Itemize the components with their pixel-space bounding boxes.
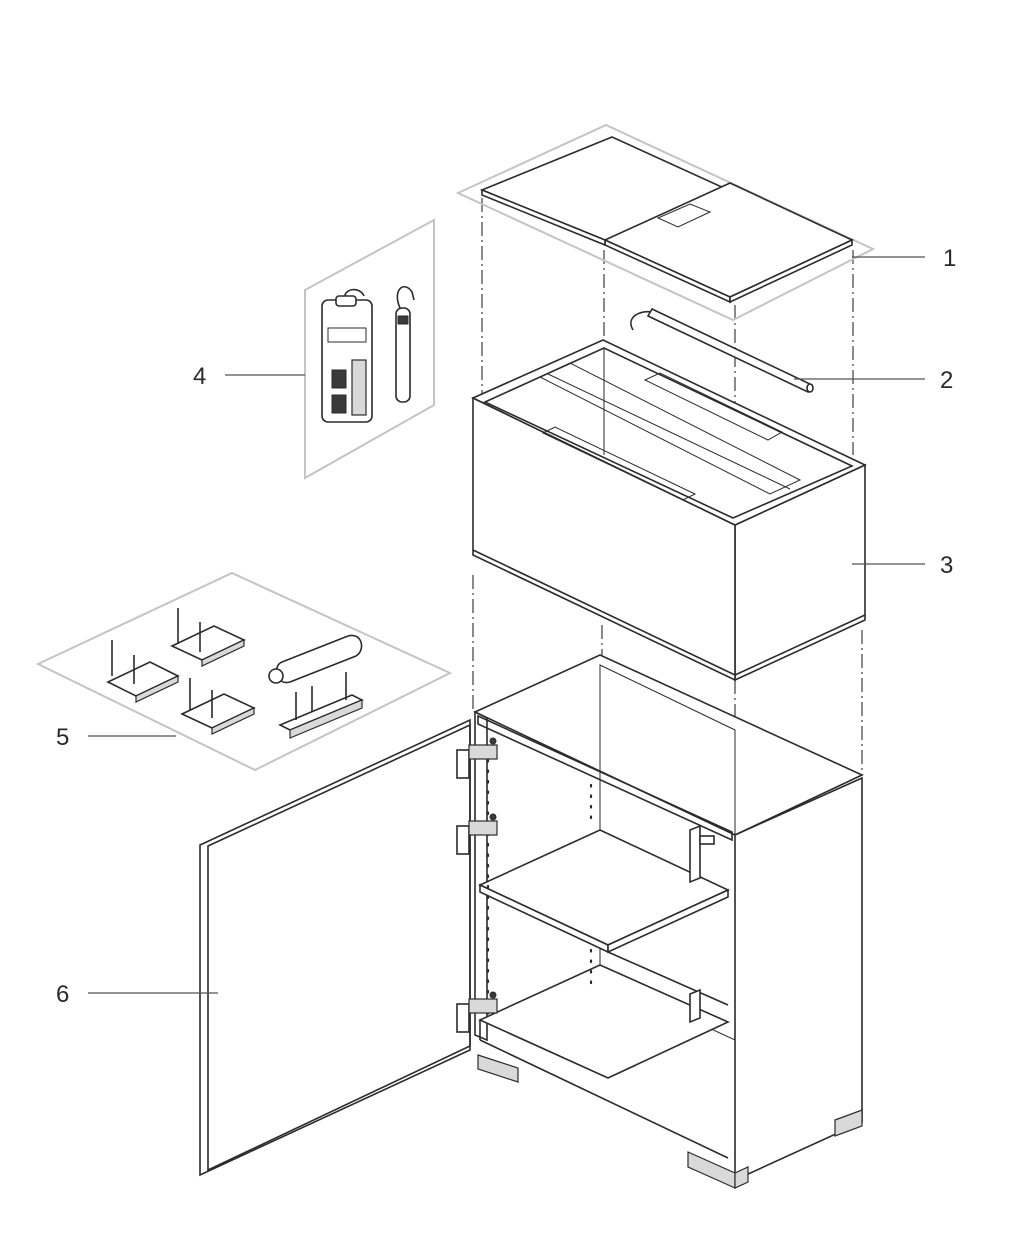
cabinet-with-door [199,654,864,1189]
hinge-set-3 [180,678,256,735]
hardware-frame [35,571,453,772]
callout-6: 6 [56,981,69,1008]
callout-1: 1 [943,245,956,272]
cover-panels [455,123,876,322]
cover-handle-slot [656,203,712,228]
cabinet-hinges [456,737,498,1033]
hinge-set-1 [106,640,180,703]
cabinet-left-side [474,710,488,1042]
cabinet-door [199,718,471,1177]
cabinet-bottom [478,964,730,1079]
callout-labels: 1 2 3 4 5 6 [56,245,956,1008]
filter-heater-frame [304,218,435,480]
heater-tube [395,307,411,403]
hinge-set-2 [170,608,246,667]
cabinet-foot-right [834,1109,863,1137]
door-damper [268,634,364,739]
callout-5: 5 [56,724,69,751]
hinge-and-damper-hardware [35,571,453,772]
callout-3: 3 [940,552,953,579]
aquarium-tank [471,339,867,682]
callout-4: 4 [193,363,206,390]
leader-lines [88,256,925,994]
callout-2: 2 [940,367,953,394]
cabinet-foot-left [477,1054,519,1083]
light-tube [630,307,814,394]
cover-panels-frame [455,123,876,322]
filter-and-heater [304,218,435,480]
